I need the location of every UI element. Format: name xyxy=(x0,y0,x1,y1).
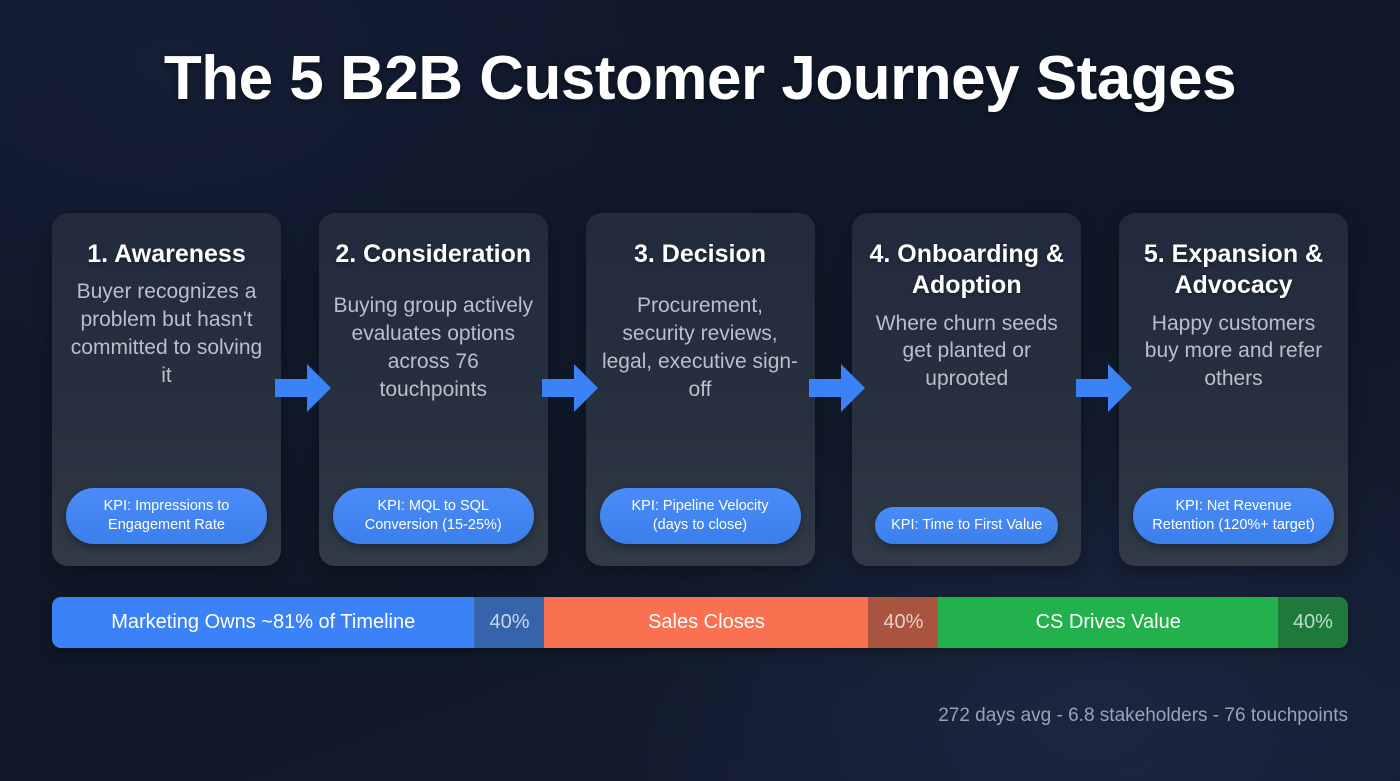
ownership-percent-marketing: 40% xyxy=(474,597,545,648)
kpi-container: KPI: Net Revenue Retention (120%+ target… xyxy=(1133,487,1334,544)
arrow-right-icon-stage-1-to-2 xyxy=(275,361,331,415)
kpi-container: KPI: Pipeline Velocity (days to close) xyxy=(599,487,801,544)
kpi-badge[interactable]: KPI: Time to First Value xyxy=(875,506,1059,544)
stage-title: 3. Decision xyxy=(634,240,766,268)
ownership-percent-sales: 40% xyxy=(868,597,939,648)
arrow-right-icon-stage-3-to-4 xyxy=(809,361,865,415)
stage-card-awareness[interactable]: 1. Awareness Buyer recognizes a problem … xyxy=(52,213,281,566)
page-title: The 5 B2B Customer Journey Stages xyxy=(163,44,1237,113)
stage-title: 1. Awareness xyxy=(87,240,246,268)
ownership-segment-marketing[interactable]: Marketing Owns ~81% of Timeline xyxy=(52,597,475,648)
stage-title: 4. Onboarding & Adoption xyxy=(869,240,1064,300)
stage-description: Buying group actively evaluates options … xyxy=(333,294,534,402)
stage-description: Happy customers buy more and refer other… xyxy=(1144,311,1323,391)
ownership-percent-customer-success: 40% xyxy=(1277,597,1348,648)
stage-card-expansion-advocacy[interactable]: 5. Expansion & Advocacy Happy customers … xyxy=(1119,213,1348,566)
arrow-right-icon-stage-4-to-5 xyxy=(1076,361,1132,415)
stage-description: Buyer recognizes a problem but hasn't co… xyxy=(70,280,263,388)
ownership-segment-sales[interactable]: Sales Closes xyxy=(544,597,869,648)
kpi-badge[interactable]: KPI: Impressions to Engagement Rate xyxy=(66,487,267,544)
kpi-badge[interactable]: KPI: Net Revenue Retention (120%+ target… xyxy=(1133,487,1334,544)
stage-description: Where churn seeds get planted or uproote… xyxy=(875,311,1058,391)
stage-card-decision[interactable]: 3. Decision Procurement, security review… xyxy=(585,213,815,566)
kpi-container: KPI: Time to First Value xyxy=(866,506,1067,544)
ownership-segment-customer-success[interactable]: CS Drives Value xyxy=(938,597,1278,648)
arrow-right-icon-stage-2-to-3 xyxy=(542,361,598,415)
footer-stats: 272 days avg - 6.8 stakeholders - 76 tou… xyxy=(938,705,1348,726)
kpi-badge[interactable]: KPI: MQL to SQL Conversion (15-25%) xyxy=(332,487,534,544)
stage-title: 2. Consideration xyxy=(335,240,532,268)
stage-card-onboarding-adoption[interactable]: 4. Onboarding & Adoption Where churn see… xyxy=(852,213,1082,566)
stage-card-row: 1. Awareness Buyer recognizes a problem … xyxy=(52,213,1348,566)
kpi-container: KPI: Impressions to Engagement Rate xyxy=(66,487,267,544)
stage-title: 5. Expansion & Advocacy xyxy=(1143,240,1324,300)
ownership-timeline-bar: Marketing Owns ~81% of Timeline 40% Sale… xyxy=(52,597,1348,648)
stage-card-consideration[interactable]: 2. Consideration Buying group actively e… xyxy=(318,213,548,566)
kpi-badge[interactable]: KPI: Pipeline Velocity (days to close) xyxy=(599,487,801,544)
stage-description: Procurement, security reviews, legal, ex… xyxy=(601,294,799,402)
kpi-container: KPI: MQL to SQL Conversion (15-25%) xyxy=(332,487,534,544)
